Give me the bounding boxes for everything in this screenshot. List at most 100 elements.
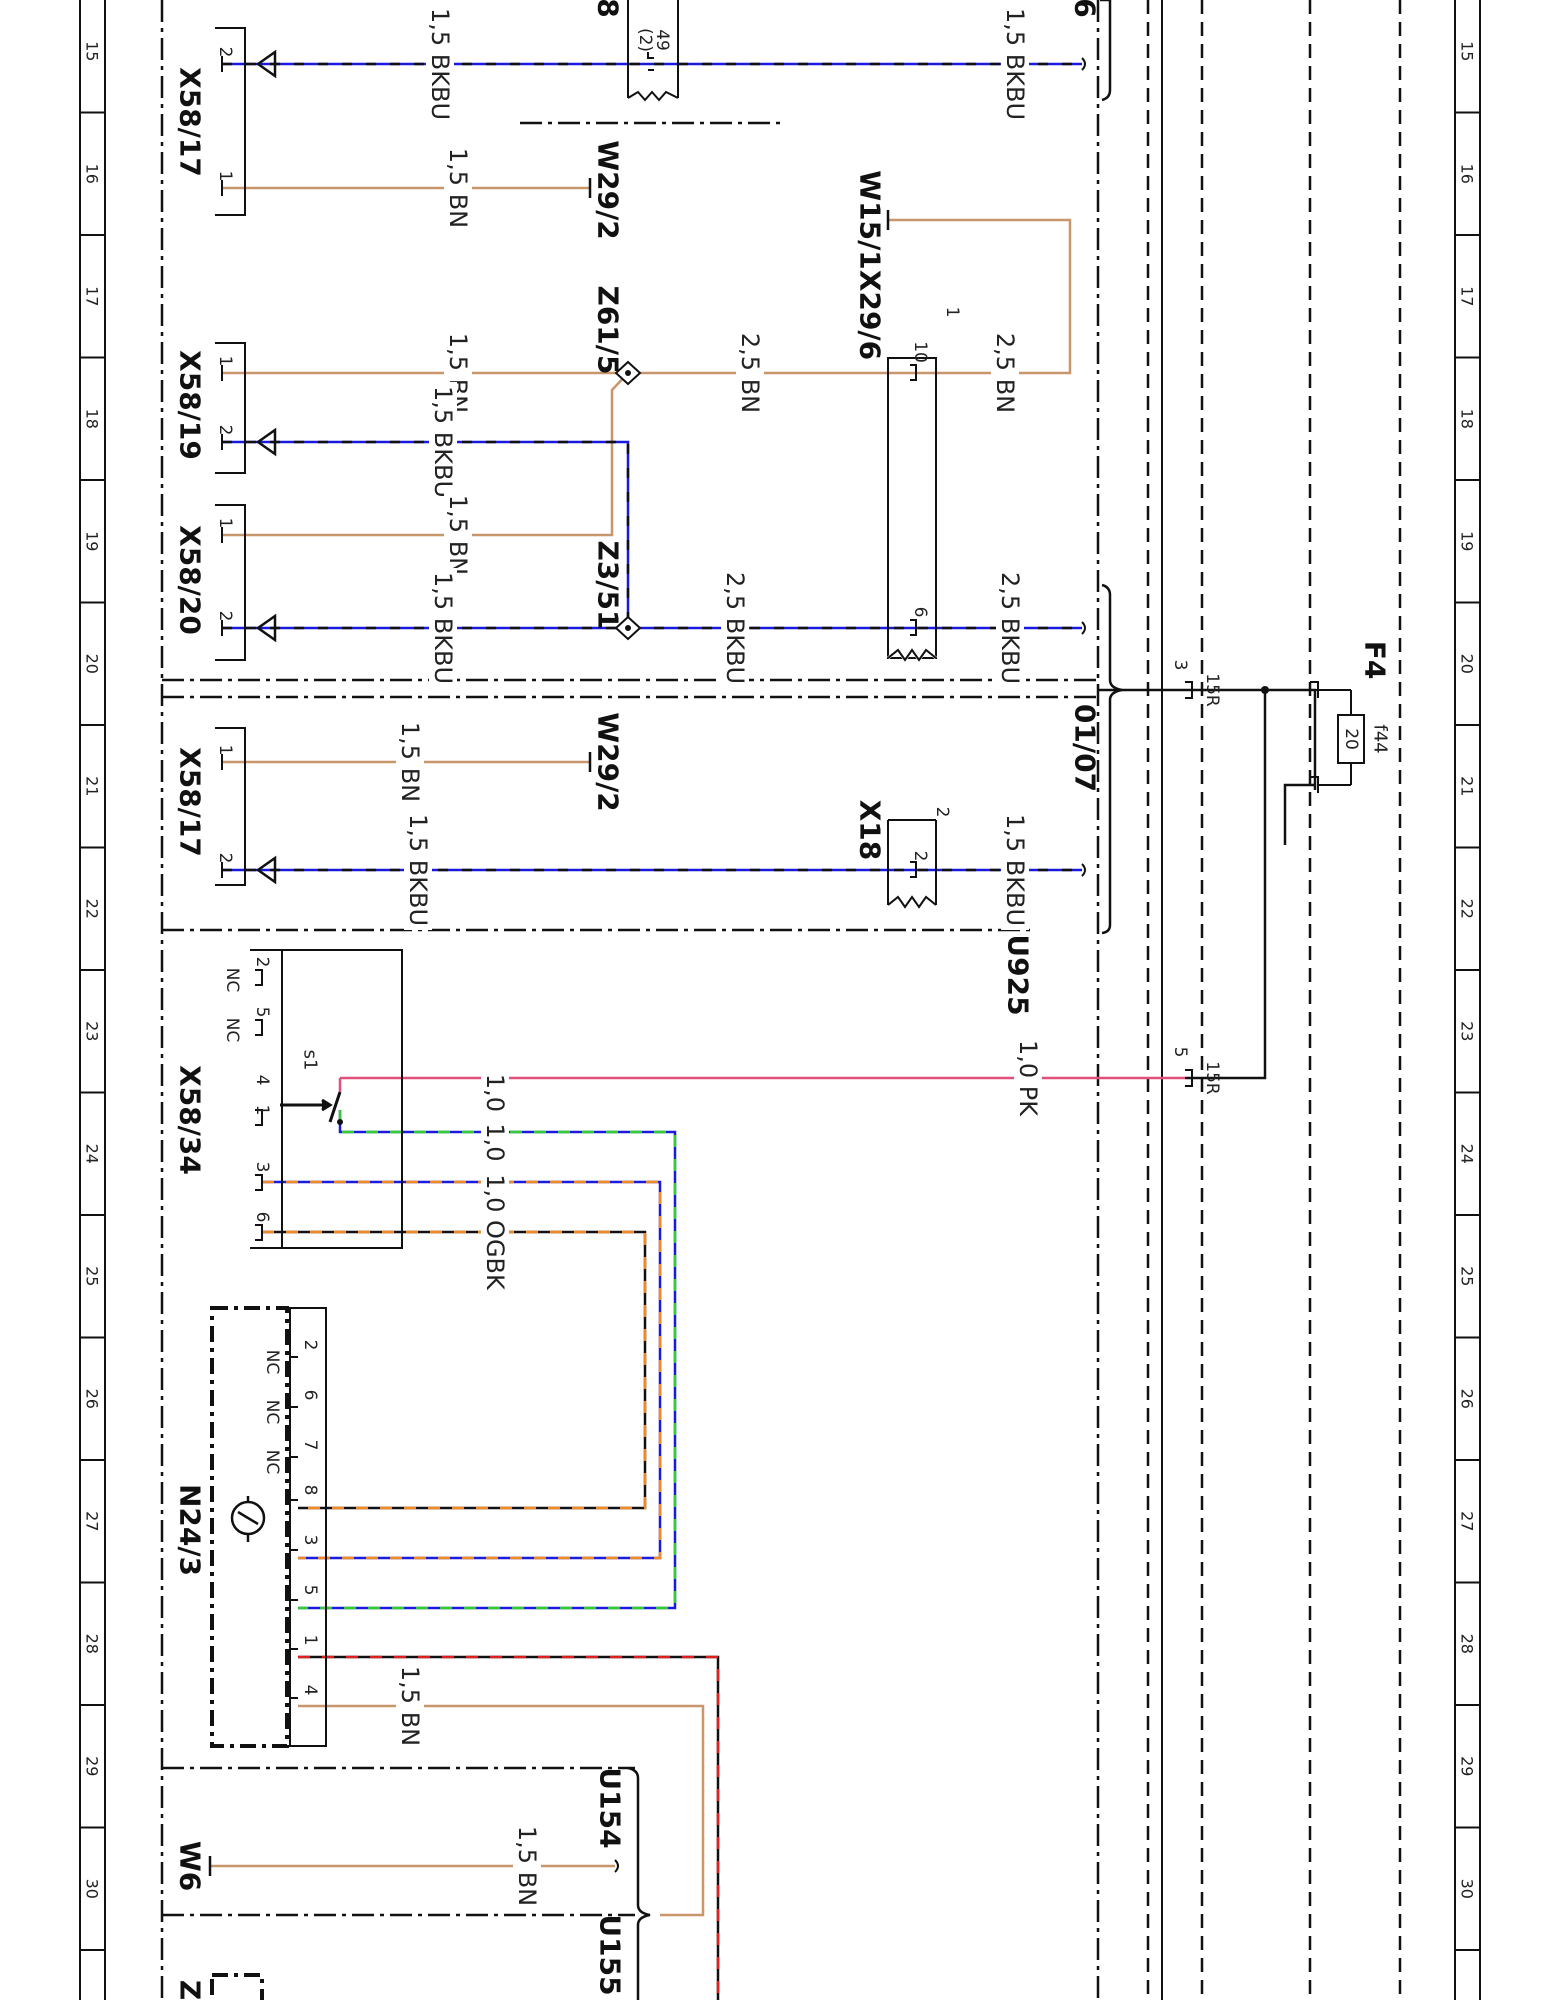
grid-number: 17 — [1458, 286, 1477, 306]
pin-label: 1 — [252, 1105, 272, 1116]
nc-label: NC — [262, 1400, 282, 1425]
component-label: X58/19 — [174, 350, 207, 460]
nc-label: NC — [262, 1350, 282, 1375]
pin-label: 1 — [942, 307, 962, 318]
pin-label: 4 — [252, 1075, 272, 1086]
wire-endpoints — [208, 178, 890, 1876]
component-label: X58/34 — [174, 1065, 207, 1175]
right-buses — [1146, 0, 1402, 2000]
grid-number: 24 — [83, 1144, 102, 1164]
grid-number: 17 — [83, 286, 102, 306]
grid-number: 18 — [83, 409, 102, 429]
pin-label: 6 — [300, 1390, 320, 1401]
inline-connectors — [627, 0, 1319, 1087]
grid-number: 25 — [83, 1266, 102, 1286]
wire-label: 1,5 BKBU — [429, 386, 457, 498]
grid-number: 19 — [1458, 531, 1477, 551]
component-label: X29/6 — [854, 270, 887, 360]
grid-number: 29 — [1458, 1756, 1477, 1776]
pin-label: 2 — [932, 807, 952, 818]
n24-3-housing — [210, 1306, 289, 1748]
switch-label: s1 — [300, 1050, 321, 1071]
pin-label: 4 — [300, 1685, 320, 1696]
wire-label: 1,5 BN — [444, 148, 472, 228]
pin-label: 1 — [215, 356, 235, 367]
pin-label: 2 — [215, 47, 235, 58]
component-label: Z — [174, 1980, 207, 2000]
component-label: W29/2 — [592, 140, 625, 240]
pin-label: 7 — [300, 1440, 320, 1451]
grid-number: 20 — [83, 654, 102, 674]
component-label: Z61/5 — [592, 286, 625, 375]
pin-label: 2 — [215, 853, 235, 864]
pin-label: 3 — [300, 1535, 320, 1546]
pin-label: 10 — [910, 341, 930, 363]
pin-label: 8 — [300, 1485, 320, 1496]
grid-number: 20 — [1458, 654, 1477, 674]
component-label: 8 — [592, 0, 625, 18]
component-label: U154 — [594, 1767, 627, 1848]
pin-label: 1 — [215, 171, 235, 182]
pin-label: 3 — [252, 1162, 272, 1173]
pin-label: 1 — [215, 518, 235, 529]
wire-label: 1,5 BKBU — [429, 572, 457, 684]
wire-label: 2,5 BKBU — [996, 572, 1024, 684]
pin-terminals — [221, 56, 298, 1714]
grid-number: 18 — [1458, 409, 1477, 429]
component-label: 01/07 — [1069, 704, 1102, 792]
grid-number: 29 — [83, 1756, 102, 1776]
wire-end-markers — [614, 57, 1086, 1873]
grid-number: 23 — [83, 1021, 102, 1041]
fuse-f44 — [1315, 689, 1365, 786]
grid-number: 27 — [83, 1511, 102, 1531]
component-label: X58/20 — [174, 525, 207, 635]
component-label: W15/1 — [854, 170, 887, 270]
component-label: F4 — [1359, 641, 1392, 680]
pin-label: 1 — [215, 745, 235, 756]
pin-label: 6 — [910, 607, 930, 618]
pin-label: 49 — [652, 29, 672, 51]
wire-label: 1,5 BKBU — [426, 8, 454, 120]
partial-bottom-housing — [210, 1973, 264, 2000]
pin-label: 15R — [1202, 673, 1222, 707]
grid-number: 16 — [83, 164, 102, 184]
grid-number: 26 — [1458, 1389, 1477, 1409]
pin-label: 5 — [300, 1585, 320, 1596]
grid-number: 16 — [1458, 164, 1477, 184]
component-label: 6 — [1069, 0, 1102, 18]
wire-label: 2,5 BN — [991, 333, 1019, 413]
switch-s1 — [280, 1091, 342, 1123]
boundary-boxes — [160, 0, 1100, 2000]
grid-number: 26 — [83, 1389, 102, 1409]
pin-label: 5 — [1170, 1047, 1190, 1058]
grid-number: 21 — [83, 776, 102, 796]
component-label: Z3/51 — [592, 541, 625, 630]
grid-number: 30 — [83, 1879, 102, 1899]
component-label: U925 — [1002, 934, 1035, 1015]
wire-label: 1,5 BKBU — [404, 814, 432, 926]
pin-label: 2 — [300, 1340, 320, 1351]
component-label: U155 — [594, 1914, 627, 1995]
nc-label: NC — [222, 1018, 242, 1043]
pin-label: 6 — [252, 1212, 272, 1223]
pin-label: 1 — [300, 1635, 320, 1646]
component-label: N24/3 — [174, 1484, 207, 1576]
frame — [79, 0, 1481, 2000]
grid-number: 15 — [83, 41, 102, 61]
grid-number: 28 — [83, 1634, 102, 1654]
wire-label: 1,5 BN — [396, 722, 424, 802]
grid-number: 25 — [1458, 1266, 1477, 1286]
component-label: W29/2 — [592, 712, 625, 812]
pin-label: 3 — [1170, 660, 1190, 671]
grid-number: 22 — [1458, 899, 1477, 919]
wire-label: 1,5 BKBU — [1001, 8, 1029, 120]
pin-label: 15R — [1202, 1061, 1222, 1095]
fuse-rating: 20 — [1341, 728, 1361, 750]
grid-number: 30 — [1458, 1879, 1477, 1899]
pin-label: 2 — [215, 425, 235, 436]
pin-label: (2) — [635, 28, 655, 52]
wire-label: 2,5 BKBU — [721, 572, 749, 684]
grid-number: 28 — [1458, 1634, 1477, 1654]
nc-label: NC — [222, 968, 242, 993]
